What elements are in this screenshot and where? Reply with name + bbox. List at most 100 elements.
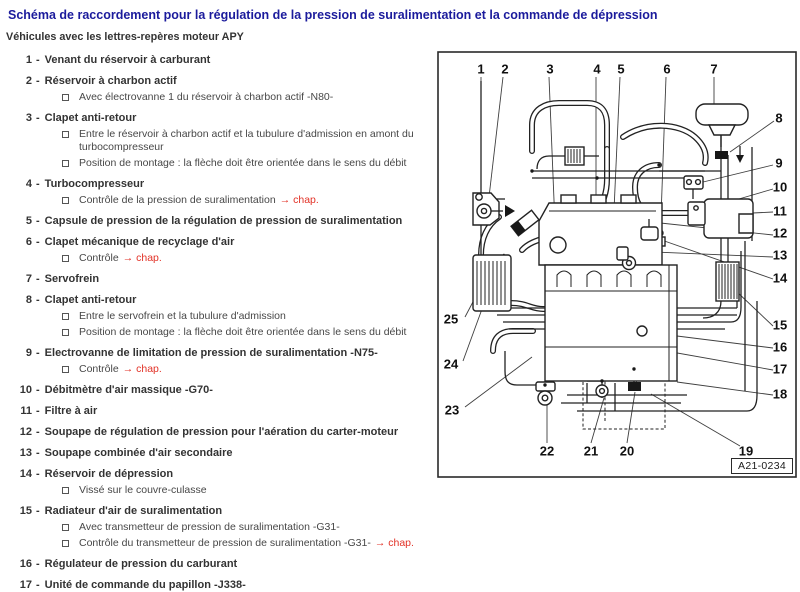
diagram-callout: 17: [772, 361, 788, 377]
item-title: Réservoir de dépression: [44, 468, 174, 480]
diagram-callout: 3: [546, 61, 554, 77]
item-number: 3: [25, 112, 32, 124]
chapter-link[interactable]: → chap.: [122, 252, 162, 264]
diagram-callout: 18: [772, 386, 788, 402]
diagram-callout: 11: [773, 203, 787, 219]
item-separator: -: [36, 294, 40, 306]
item-title: Clapet anti-retour: [44, 294, 137, 306]
item-separator: -: [36, 54, 40, 66]
item-title: Réservoir à charbon actif: [44, 75, 177, 87]
item-separator: -: [36, 384, 40, 396]
diagram-callout: 5: [617, 61, 625, 77]
item-number: 9: [25, 347, 32, 359]
diagram-callout: 1: [477, 61, 485, 77]
item-number: 14: [19, 468, 32, 480]
item-title: Soupape combinée d'air secondaire: [44, 447, 233, 459]
engine-code-note: Véhicules avec les lettres-repères moteu…: [6, 31, 244, 43]
bottom-valve: [595, 382, 641, 398]
legend-item: 7-Servofrein: [6, 272, 438, 286]
figure-number: A21-0234: [731, 458, 793, 474]
square-bullet-icon: [62, 524, 69, 531]
subitem-text: Avec électrovanne 1 du réservoir à charb…: [79, 91, 334, 103]
chapter-link[interactable]: → chap.: [122, 363, 162, 375]
item-separator: -: [36, 468, 40, 480]
item-separator: -: [36, 505, 40, 517]
item-number: 10: [19, 384, 32, 396]
square-bullet-icon: [62, 366, 69, 373]
item-separator: -: [36, 347, 40, 359]
square-bullet-icon: [62, 255, 69, 262]
item-number: 13: [19, 447, 32, 459]
diagram-callout: 23: [444, 402, 460, 418]
item-separator: -: [36, 112, 40, 124]
legend-subitem: Entre le servofrein et la tubulure d'adm…: [62, 310, 438, 323]
legend-item: 15-Radiateur d'air de suralimentation: [6, 504, 438, 518]
legend-item: 10-Débitmètre d'air massique -G70-: [6, 383, 438, 397]
legend-subitem: Avec transmetteur de pression de suralim…: [62, 521, 438, 534]
item-separator: -: [36, 273, 40, 285]
item-number: 1: [25, 54, 32, 66]
item-number: 2: [25, 75, 32, 87]
legend-subitem: Contrôle→ chap.: [62, 363, 438, 376]
chapter-link[interactable]: → chap.: [374, 537, 414, 549]
item-title: Radiateur d'air de suralimentation: [44, 505, 223, 517]
air-filter-box: [703, 198, 754, 239]
square-bullet-icon: [62, 160, 69, 167]
legend-subitem: Vissé sur le couvre-culasse: [62, 484, 438, 497]
legend-subitem: Avec électrovanne 1 du réservoir à charb…: [62, 91, 438, 104]
item-number: 16: [19, 558, 32, 570]
diagram-callout: 9: [775, 155, 783, 171]
square-bullet-icon: [62, 540, 69, 547]
item-title: Unité de commande du papillon -J338-: [44, 579, 246, 591]
diagram-callout: 7: [710, 61, 718, 77]
square-bullet-icon: [62, 313, 69, 320]
vacuum-hose-diagram: 1 2 3 4 5 6 7 8 9 10 11 12 13 14 15 16 1…: [437, 51, 797, 478]
charcoal-canister-bracket: [472, 192, 515, 226]
page-title: Schéma de raccordement pour la régulatio…: [8, 8, 658, 22]
item-title: Clapet mécanique de recyclage d'air: [44, 236, 235, 248]
subitem-text: Contrôle de la pression de suralimentati…: [79, 194, 276, 206]
item-number: 5: [25, 215, 32, 227]
item-number: 12: [19, 426, 32, 438]
subitem-text: Contrôle: [79, 252, 119, 264]
subitem-text: Entre le réservoir à charbon actif et la…: [79, 128, 414, 153]
legend-item: 17-Unité de commande du papillon -J338-: [6, 578, 438, 592]
subitem-text: Position de montage : la flèche doit êtr…: [79, 157, 407, 169]
square-bullet-icon: [62, 131, 69, 138]
diagram-callout: 2: [501, 61, 509, 77]
diagram-callout: 4: [593, 61, 601, 77]
diagram-callout: 8: [775, 110, 783, 126]
diagram-callout: 10: [772, 179, 788, 195]
legend-subitem: Contrôle de la pression de suralimentati…: [62, 194, 438, 207]
legend-item: 11-Filtre à air: [6, 404, 438, 418]
item-title: Filtre à air: [44, 405, 98, 417]
item-number: 4: [25, 178, 32, 190]
square-bullet-icon: [62, 94, 69, 101]
item-number: 6: [25, 236, 32, 248]
diagram-callout: 25: [443, 311, 459, 327]
diagram-artwork: [437, 51, 797, 478]
legend-item: 13-Soupape combinée d'air secondaire: [6, 446, 438, 460]
legend-item: 3-Clapet anti-retour: [6, 111, 438, 125]
square-bullet-icon: [62, 197, 69, 204]
legend-subitem: Entre le réservoir à charbon actif et la…: [62, 128, 438, 154]
subitem-text: Contrôle du transmetteur de pression de …: [79, 537, 371, 549]
charge-air-radiator: [715, 261, 740, 302]
legend-item: 16-Régulateur de pression du carburant: [6, 557, 438, 571]
legend-item: 14-Réservoir de dépression: [6, 467, 438, 481]
item-separator: -: [36, 558, 40, 570]
item-title: Soupape de régulation de pression pour l…: [44, 426, 399, 438]
item-separator: -: [36, 405, 40, 417]
small-charge-cooler: [536, 146, 599, 170]
diagram-callout: 20: [619, 443, 635, 459]
mass-airflow-sensor: [687, 201, 706, 226]
square-bullet-icon: [62, 329, 69, 336]
striped-connector: [510, 209, 540, 237]
chapter-link[interactable]: → chap.: [279, 194, 319, 206]
item-separator: -: [36, 447, 40, 459]
diagram-callout: 22: [539, 443, 555, 459]
subitem-text: Vissé sur le couvre-culasse: [79, 484, 207, 496]
subitem-text: Entre le servofrein et la tubulure d'adm…: [79, 310, 286, 322]
item-number: 11: [20, 405, 32, 417]
legend-subitem: Position de montage : la flèche doit êtr…: [62, 326, 438, 339]
